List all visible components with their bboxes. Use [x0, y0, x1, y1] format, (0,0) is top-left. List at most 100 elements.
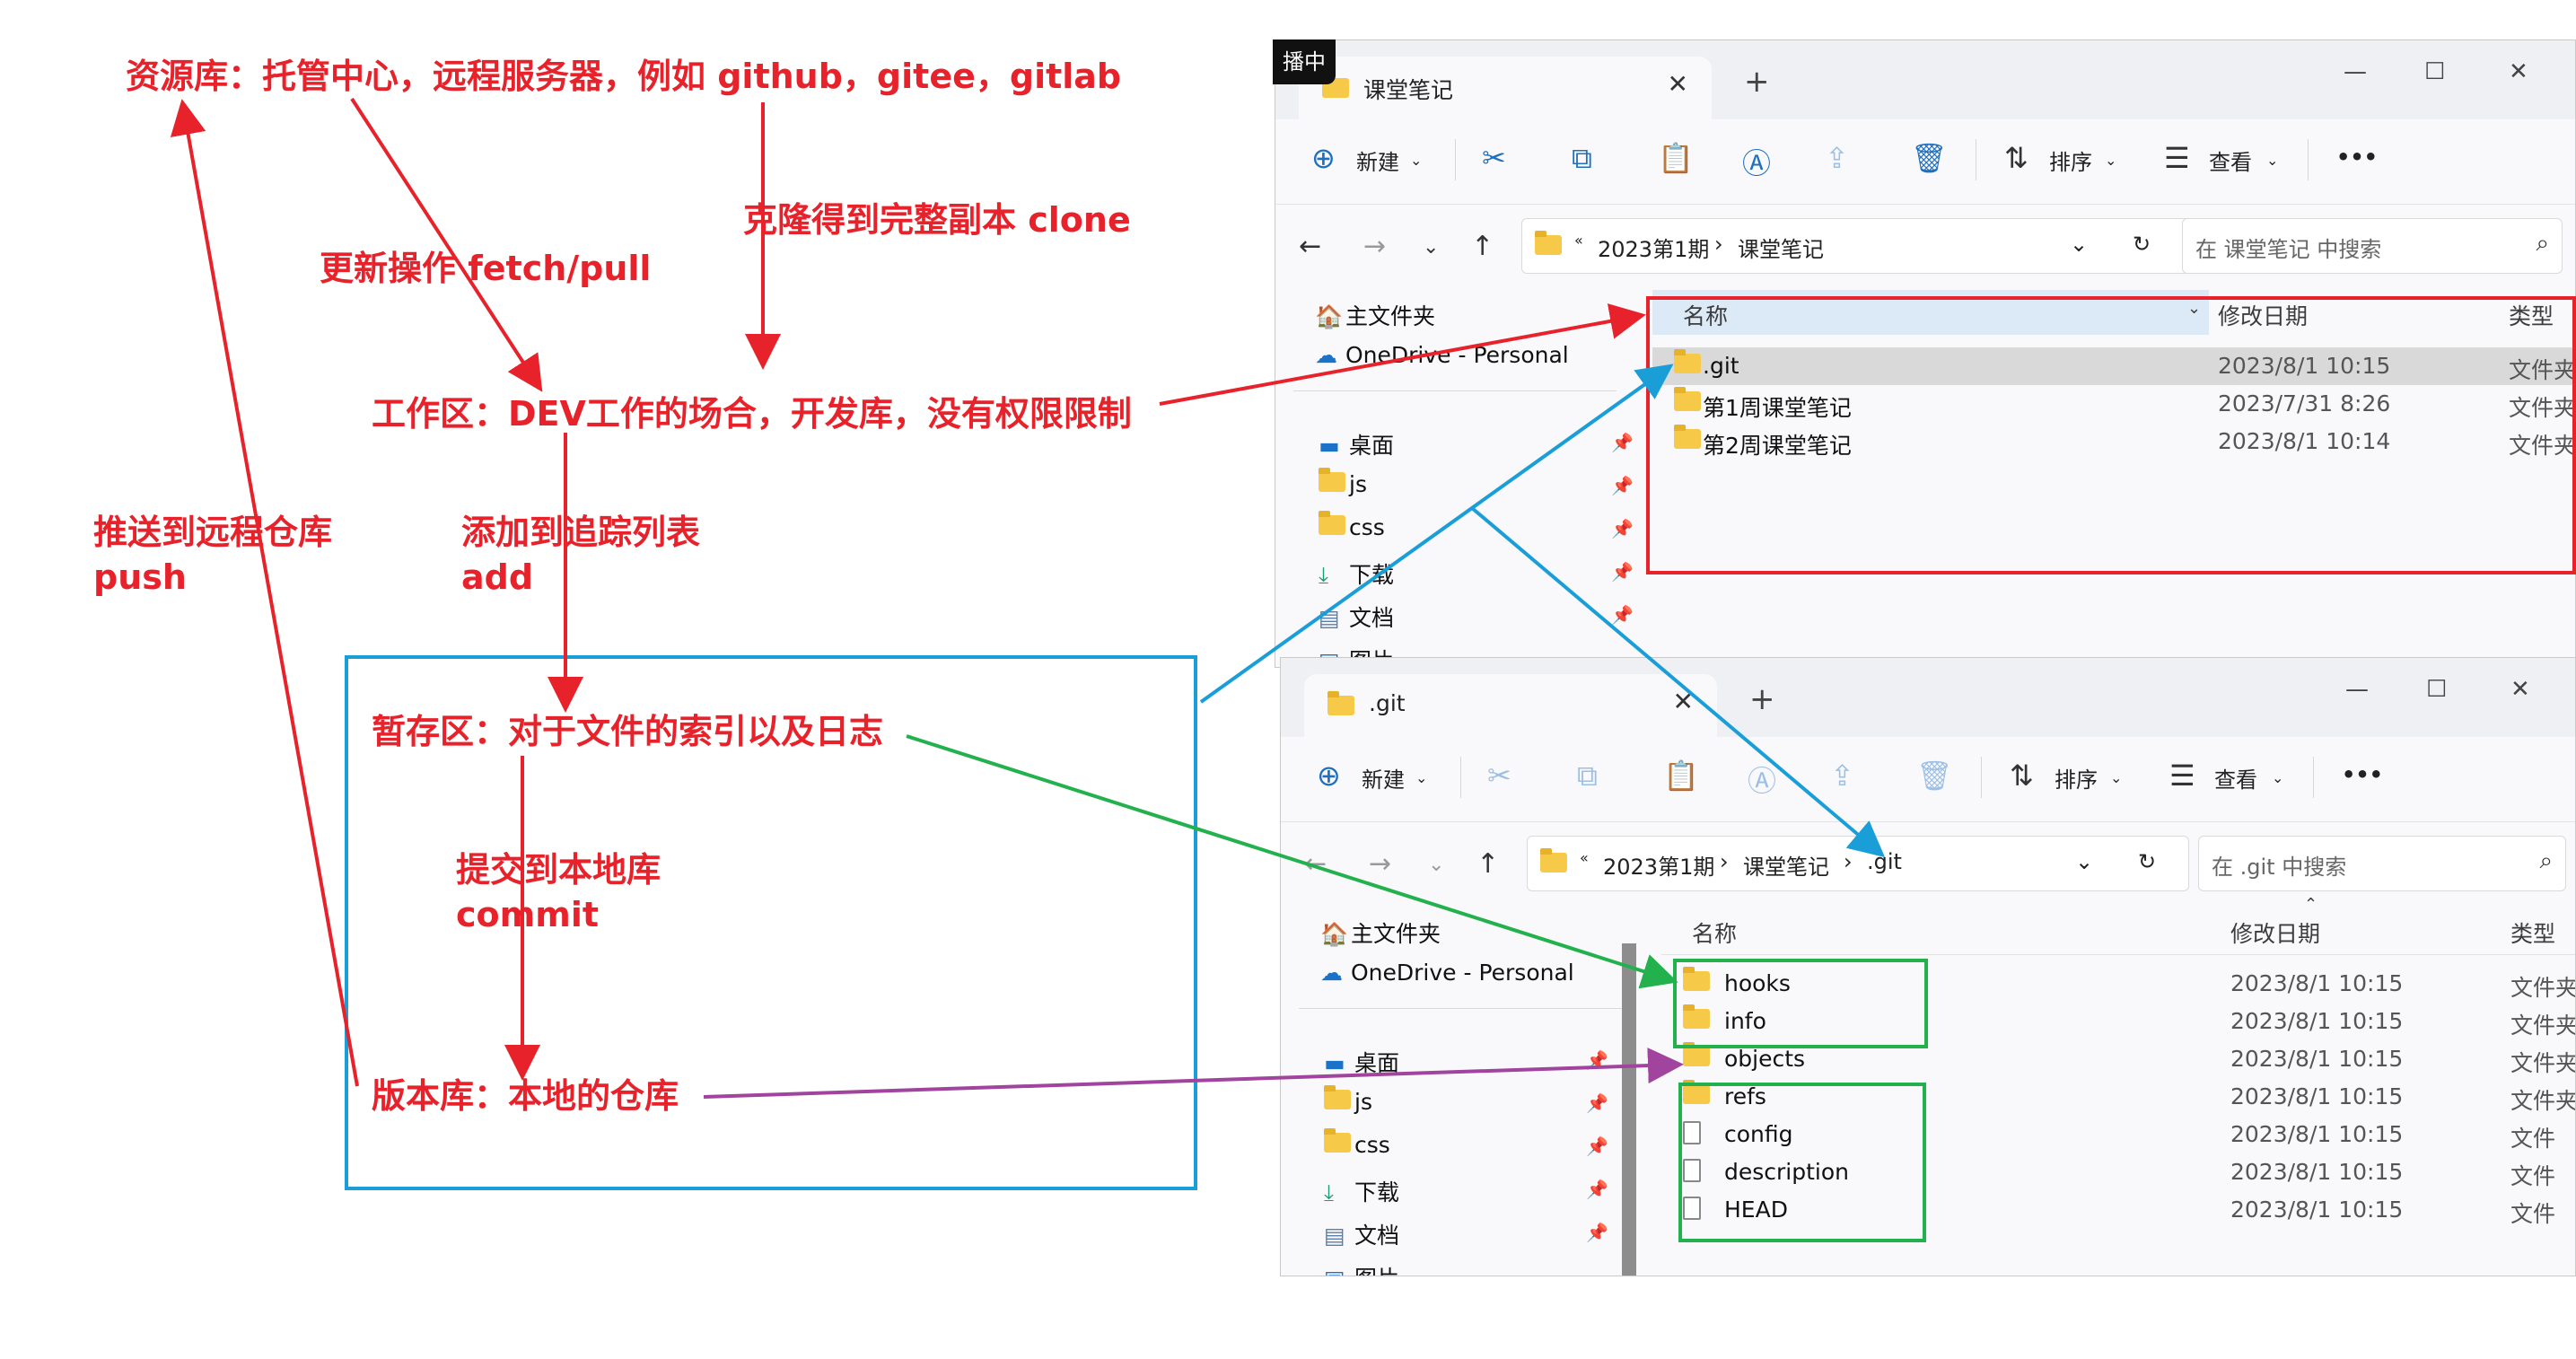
pin-icon[interactable]: 📌 — [1586, 1135, 1608, 1157]
back-arrow-icon[interactable]: ← — [1304, 848, 1327, 880]
column-header-type[interactable]: 类型 — [2510, 921, 2556, 947]
breadcrumb-item[interactable]: 2023第1期 — [1598, 237, 1710, 262]
file-row[interactable]: 第2周课堂笔记 2023/8/1 10:14 文件夹 — [1652, 423, 2575, 460]
more-options-button[interactable]: ••• — [2336, 145, 2379, 170]
sort-dropdown-icon[interactable]: ⌄ — [2110, 769, 2123, 786]
view-button[interactable]: 查看 — [2209, 150, 2252, 175]
column-header-name[interactable]: 名称 — [1683, 303, 1729, 329]
sidebar-item-documents[interactable]: ▤文档 — [1319, 605, 1395, 631]
view-icon[interactable]: ☰ — [2169, 758, 2195, 793]
up-arrow-icon[interactable]: ↑ — [1476, 848, 1500, 880]
paste-icon[interactable]: 📋 — [1663, 758, 1699, 793]
minimize-icon[interactable]: — — [2344, 58, 2367, 85]
sidebar-item-pictures[interactable]: ▣图片 — [1324, 1261, 1399, 1276]
cut-icon[interactable]: ✂ — [1487, 758, 1511, 793]
new-icon[interactable]: ⊕ — [1317, 758, 1341, 793]
address-bar[interactable]: « 2023第1期 › 课堂笔记 ⌄ ↻ — [1521, 218, 2193, 274]
breadcrumb-item[interactable]: .git — [1867, 849, 1902, 874]
sidebar-item-downloads[interactable]: ⤓下载 — [1324, 1179, 1400, 1206]
back-arrow-icon[interactable]: ← — [1299, 231, 1322, 262]
sort-icon[interactable]: ⇅ — [2004, 141, 2028, 175]
pin-icon[interactable]: 📌 — [1586, 1092, 1608, 1114]
file-row[interactable]: 第1周课堂笔记 2023/7/31 8:26 文件夹 — [1652, 385, 2575, 423]
close-window-icon[interactable]: ✕ — [2509, 58, 2528, 85]
pin-icon[interactable]: 📌 — [1611, 432, 1634, 453]
overflow-chevron-icon[interactable]: « — [1574, 232, 1583, 249]
refresh-icon[interactable]: ↻ — [2133, 232, 2151, 257]
new-tab-icon[interactable]: + — [1744, 64, 1770, 100]
rename-icon[interactable]: Ⓐ — [1748, 764, 1777, 798]
file-row[interactable]: .git 2023/8/1 10:15 文件夹 — [1652, 347, 2575, 385]
sidebar-item-onedrive[interactable]: ☁OneDrive - Personal — [1320, 960, 1574, 986]
tab-git[interactable]: .git ✕ — [1304, 674, 1717, 737]
view-dropdown-icon[interactable]: ⌄ — [2266, 152, 2279, 169]
recent-chevron-icon[interactable]: ⌄ — [1428, 854, 1445, 876]
scrollbar[interactable] — [1622, 943, 1636, 1276]
up-arrow-icon[interactable]: ↑ — [1471, 231, 1494, 262]
sort-icon[interactable]: ⇅ — [2010, 758, 2034, 793]
search-input[interactable]: 在 课堂笔记 中搜索 ⌕ — [2182, 218, 2563, 274]
sidebar-item-desktop[interactable]: ▬桌面 — [1319, 433, 1395, 459]
copy-icon[interactable]: ⧉ — [1577, 758, 1598, 793]
breadcrumb-item[interactable]: 2023第1期 — [1603, 855, 1715, 880]
sort-button[interactable]: 排序 — [2055, 767, 2098, 793]
pin-icon[interactable]: 📌 — [1586, 1049, 1608, 1071]
breadcrumb-item[interactable]: 课堂笔记 — [1743, 855, 1829, 880]
view-button[interactable]: 查看 — [2214, 767, 2257, 793]
sidebar-item-home[interactable]: 🏠主文件夹 — [1320, 921, 1441, 947]
column-header-date[interactable]: 修改日期 — [2218, 303, 2309, 329]
sort-button[interactable]: 排序 — [2049, 150, 2092, 175]
recent-chevron-icon[interactable]: ⌄ — [1423, 236, 1440, 259]
delete-icon[interactable]: 🗑 — [1911, 141, 1948, 175]
column-header-type[interactable]: 类型 — [2509, 303, 2554, 329]
sidebar-item-js[interactable]: js — [1324, 1085, 1372, 1115]
search-icon[interactable]: ⌕ — [2536, 230, 2549, 257]
sidebar-item-css[interactable]: css — [1319, 511, 1385, 540]
pin-icon[interactable]: 📌 — [1586, 1222, 1608, 1243]
new-button[interactable]: 新建 — [1362, 767, 1405, 793]
sidebar-item-js[interactable]: js — [1319, 468, 1367, 497]
minimize-icon[interactable]: — — [2345, 676, 2369, 703]
new-dropdown-icon[interactable]: ⌄ — [1410, 152, 1423, 169]
tab-notes[interactable]: 课堂笔记 ✕ — [1299, 57, 1712, 119]
new-tab-icon[interactable]: + — [1749, 681, 1775, 717]
forward-arrow-icon[interactable]: → — [1369, 848, 1392, 880]
pin-icon[interactable]: 📌 — [1611, 475, 1634, 496]
overflow-chevron-icon[interactable]: « — [1580, 849, 1589, 866]
cut-icon[interactable]: ✂ — [1482, 141, 1506, 175]
sidebar-item-onedrive[interactable]: ☁OneDrive - Personal — [1315, 342, 1569, 368]
search-icon[interactable]: ⌕ — [2539, 847, 2553, 874]
sidebar-item-documents[interactable]: ▤文档 — [1324, 1223, 1400, 1249]
share-icon[interactable]: ⇪ — [1830, 758, 1854, 793]
sidebar-item-css[interactable]: css — [1324, 1128, 1390, 1158]
close-window-icon[interactable]: ✕ — [2510, 676, 2530, 703]
paste-icon[interactable]: 📋 — [1658, 141, 1694, 175]
new-button[interactable]: 新建 — [1356, 150, 1399, 175]
tab-close-icon[interactable]: ✕ — [1672, 687, 1694, 716]
column-header-date[interactable]: 修改日期 — [2230, 921, 2321, 947]
sidebar-item-home[interactable]: 🏠主文件夹 — [1315, 303, 1436, 329]
sort-chevron-icon[interactable]: ⌄ — [2187, 299, 2202, 318]
new-icon[interactable]: ⊕ — [1311, 141, 1336, 175]
address-bar[interactable]: « 2023第1期 › 课堂笔记 › .git ⌄ ↻ — [1527, 836, 2189, 891]
pin-icon[interactable]: 📌 — [1611, 561, 1634, 583]
sort-chevron-icon[interactable]: ⌃ — [2304, 895, 2318, 914]
view-icon[interactable]: ☰ — [2164, 141, 2190, 175]
breadcrumb-item[interactable]: 课堂笔记 — [1738, 237, 1824, 262]
pin-icon[interactable]: 📌 — [1611, 604, 1634, 626]
pin-icon[interactable]: 📌 — [1586, 1179, 1608, 1200]
address-dropdown-icon[interactable]: ⌄ — [2075, 849, 2094, 874]
copy-icon[interactable]: ⧉ — [1572, 141, 1592, 175]
maximize-icon[interactable]: ☐ — [2424, 58, 2446, 85]
sort-dropdown-icon[interactable]: ⌄ — [2105, 152, 2117, 169]
share-icon[interactable]: ⇪ — [1825, 141, 1849, 175]
refresh-icon[interactable]: ↻ — [2138, 849, 2157, 874]
pin-icon[interactable]: 📌 — [1611, 518, 1634, 539]
view-dropdown-icon[interactable]: ⌄ — [2272, 769, 2284, 786]
